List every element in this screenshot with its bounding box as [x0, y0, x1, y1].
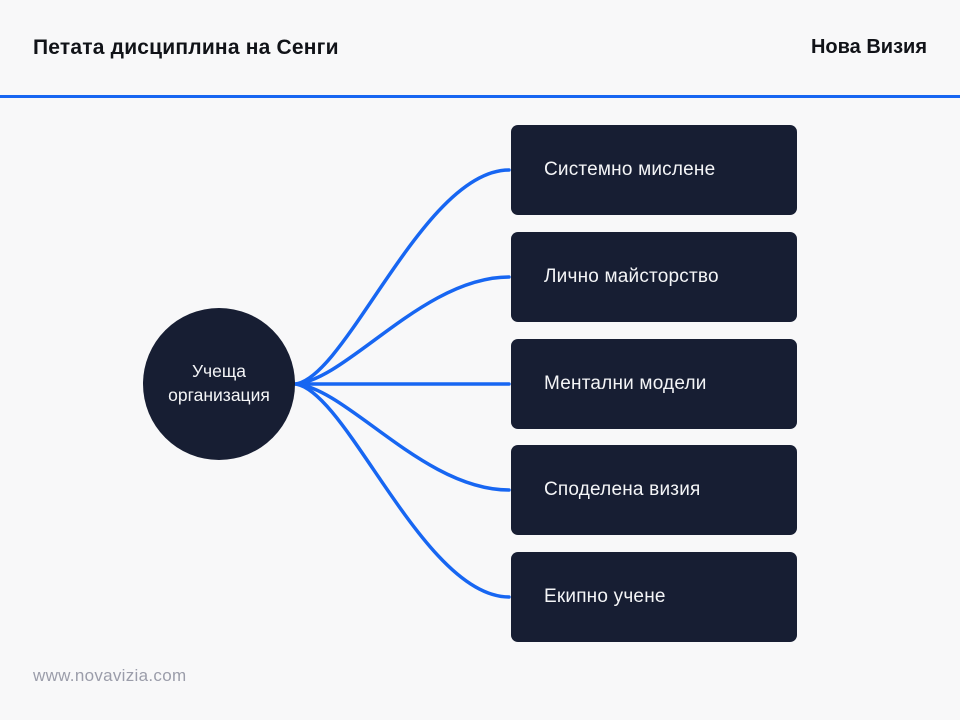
header-divider-line — [0, 95, 960, 98]
discipline-node-shared-vision: Споделена визия — [511, 445, 797, 535]
discipline-node-systems-thinking: Системно мислене — [511, 125, 797, 215]
connector-line-shared-vision — [294, 382, 511, 492]
header: Петата дисциплина на Сенги Нова Визия — [0, 0, 960, 95]
discipline-node-mental-models: Ментални модели — [511, 339, 797, 429]
discipline-node-personal-mastery: Лично майсторство — [511, 232, 797, 322]
hub-node-label: Учеща организация — [168, 361, 270, 405]
footer-website-url: www.novavizia.com — [33, 666, 187, 685]
brand-name: Нова Визия — [810, 36, 927, 58]
discipline-node-label: Ментални модели — [544, 373, 707, 394]
discipline-node-label: Лично майсторство — [544, 266, 719, 287]
connector-line-personal-mastery — [294, 275, 511, 386]
page-title: Петата дисциплина на Сенги — [33, 35, 339, 59]
discipline-node-label: Споделена визия — [544, 479, 701, 500]
hub-node-learning-organization: Учеща организация — [143, 308, 295, 460]
discipline-node-team-learning: Екипно учене — [511, 552, 797, 642]
discipline-node-label: Екипно учене — [544, 586, 666, 607]
connector-line-systems-thinking — [294, 168, 511, 386]
connector-line-team-learning — [294, 382, 511, 599]
discipline-node-label: Системно мислене — [544, 159, 716, 180]
